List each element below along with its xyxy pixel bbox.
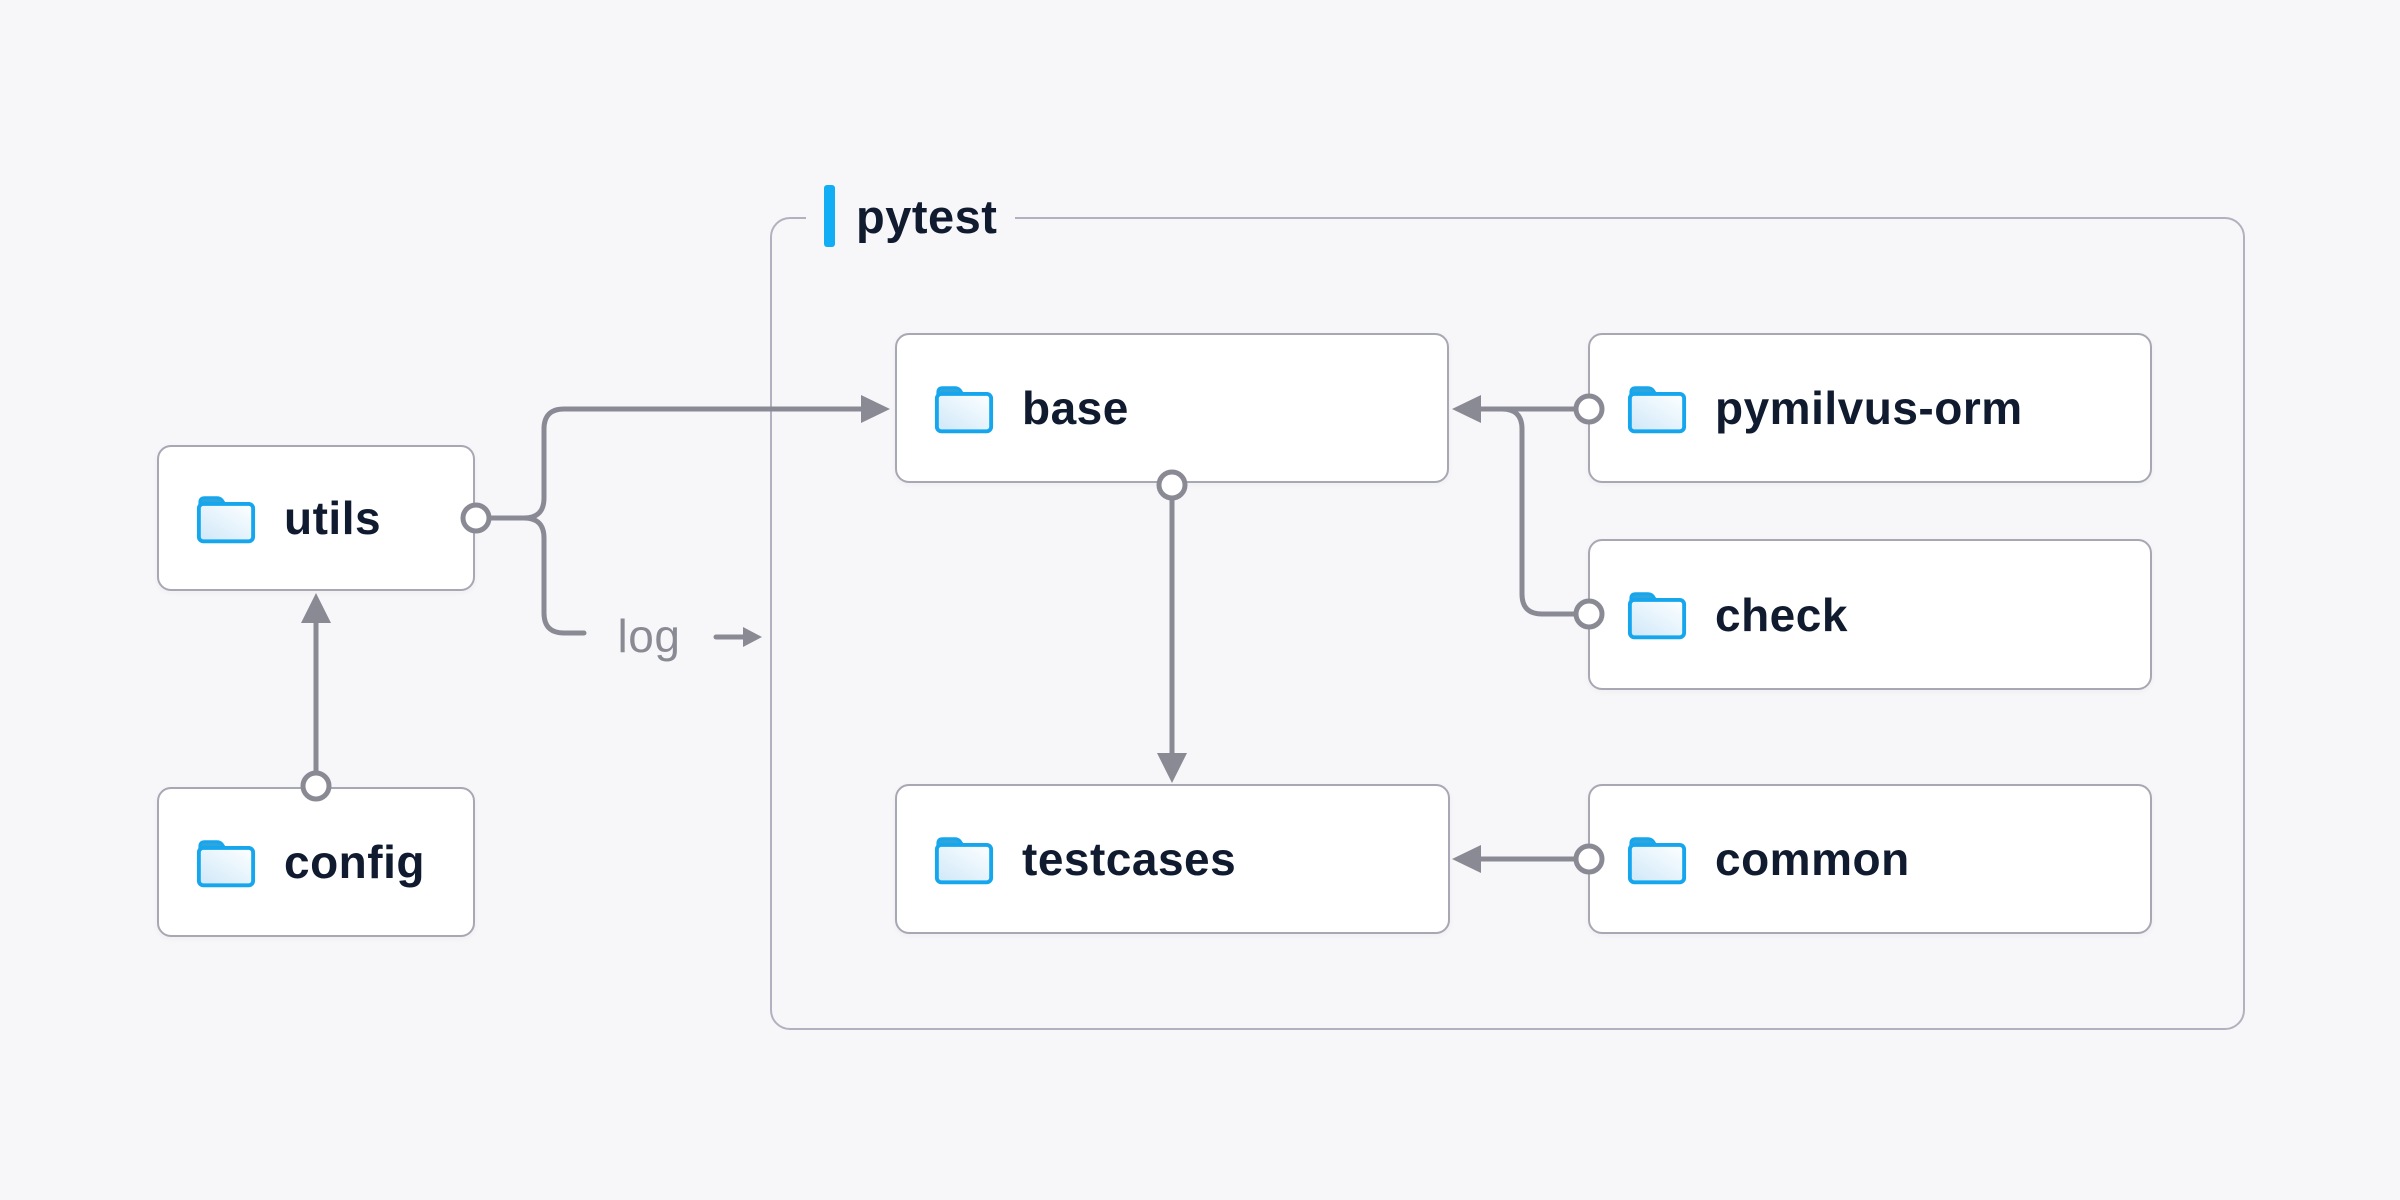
node-config: config <box>157 787 475 937</box>
node-label: config <box>284 836 425 888</box>
node-label: utils <box>284 492 382 544</box>
node-check: check <box>1588 539 2152 690</box>
group-title: pytest <box>856 189 998 243</box>
arrow-right-small-icon <box>743 627 762 647</box>
node-label: common <box>1715 833 1910 885</box>
node-utils: utils <box>157 445 475 591</box>
pytest-group-label: pytest <box>806 184 1016 248</box>
folder-icon <box>195 836 257 889</box>
folder-icon <box>1626 588 1688 641</box>
folder-icon <box>933 833 995 886</box>
edge-config-to-utils <box>300 593 332 802</box>
node-label: testcases <box>1022 833 1237 885</box>
node-base: base <box>895 333 1449 483</box>
folder-icon <box>1626 382 1688 435</box>
node-testcases: testcases <box>895 784 1450 934</box>
folder-icon <box>1626 833 1688 886</box>
folder-icon <box>933 382 995 435</box>
pytest-group-container <box>770 217 2245 1030</box>
accent-bar-icon <box>824 185 835 247</box>
arrow-up-icon <box>301 593 331 623</box>
node-label: pymilvus-orm <box>1715 382 2023 434</box>
node-common: common <box>1588 784 2152 934</box>
edge-label-log: log <box>617 610 681 662</box>
node-label: base <box>1022 382 1129 434</box>
node-label: check <box>1715 588 1848 641</box>
node-pymilvus-orm: pymilvus-orm <box>1588 333 2152 483</box>
folder-icon <box>195 492 257 545</box>
